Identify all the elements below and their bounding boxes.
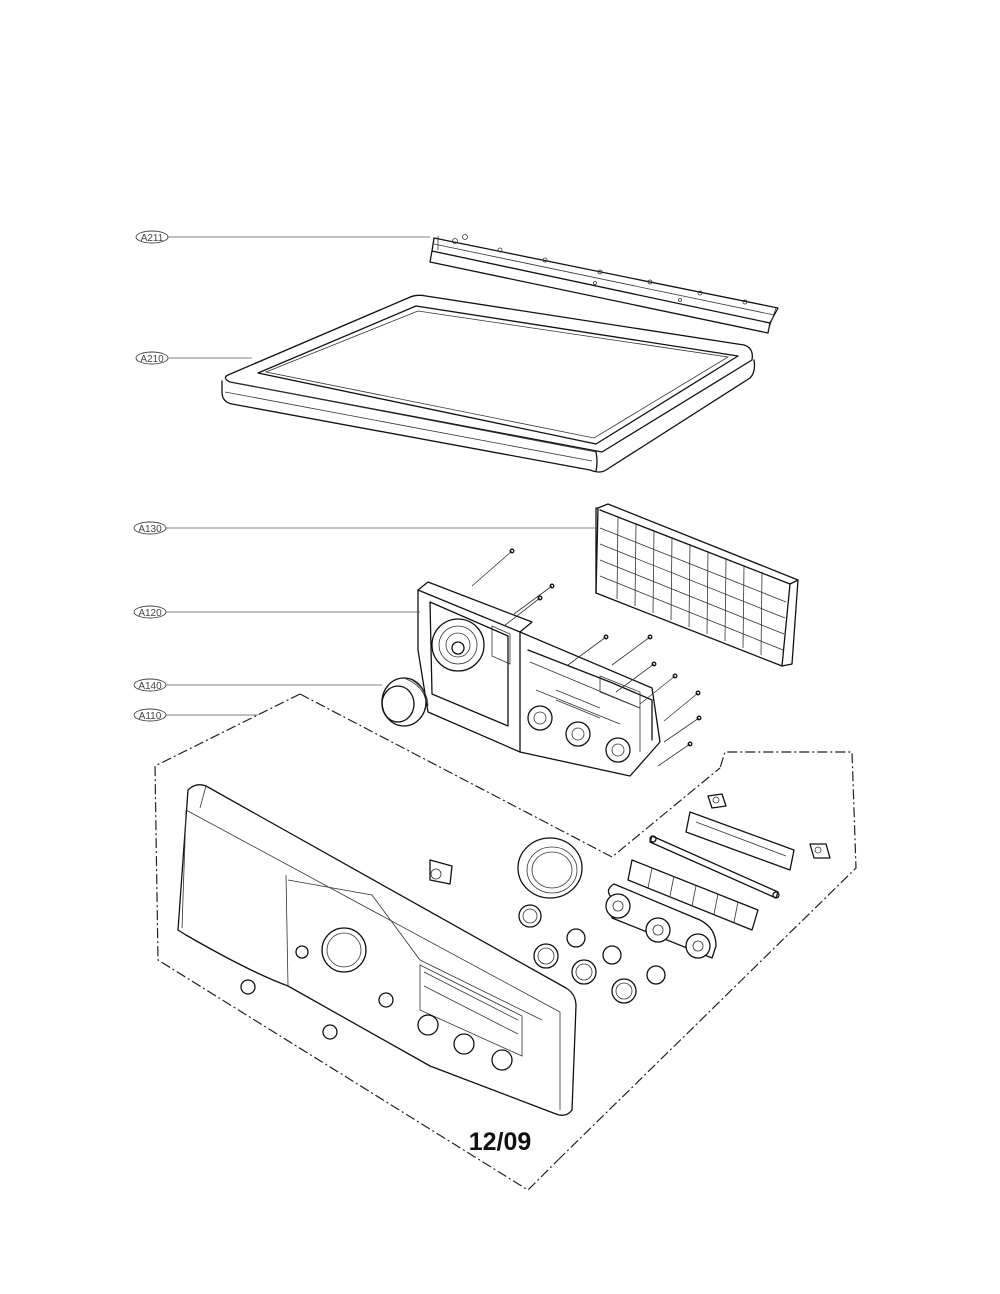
callout-label-a210: A210 <box>140 354 164 365</box>
callout-a210: A210 <box>135 351 252 365</box>
callout-label-a130: A130 <box>138 524 162 535</box>
callout-label-a211: A211 <box>141 233 164 244</box>
rear-grille-panel <box>595 503 799 667</box>
callout-a120: A120 <box>133 605 420 619</box>
top-bracket-rail <box>429 234 779 334</box>
top-cover-panel <box>221 294 756 473</box>
callout-a110: A110 <box>133 708 258 722</box>
callout-a130: A130 <box>133 521 596 535</box>
footer-date-code: 12/09 <box>468 1128 532 1156</box>
callout-label-a140: A140 <box>138 681 162 692</box>
callout-a211: A211 <box>135 230 430 244</box>
control-board-housing <box>417 548 702 777</box>
callout-label-a110: A110 <box>139 711 162 722</box>
control-panel-assembly <box>154 693 857 1191</box>
callout-a140: A140 <box>133 678 382 692</box>
cycle-selector-knob <box>381 677 429 727</box>
callout-label-a120: A120 <box>138 608 162 619</box>
